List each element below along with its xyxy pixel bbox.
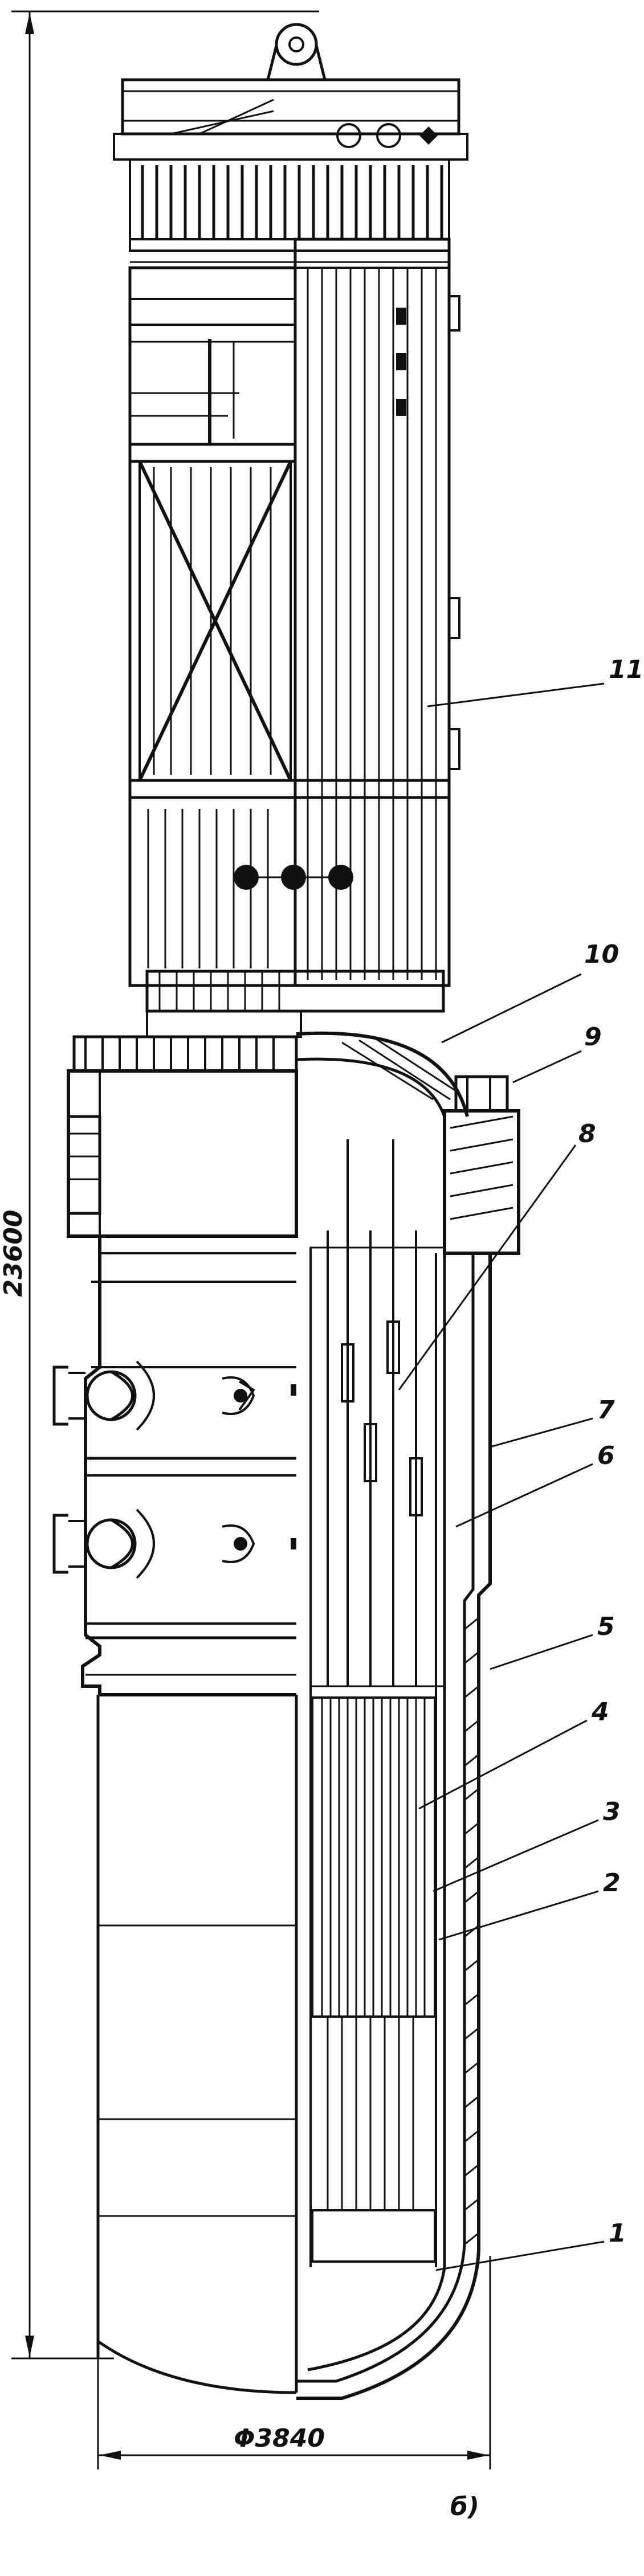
callout-label-7: 7 <box>597 1396 615 1425</box>
ball-joints <box>234 865 353 890</box>
lower-drive-rack <box>145 970 445 1038</box>
height-dimension: 23600 <box>0 10 319 2360</box>
diameter-dimension: Φ3840 <box>97 2256 491 2469</box>
cover-dome-section <box>296 1031 520 1255</box>
upper-block-guide-tubes <box>311 1139 445 1687</box>
callout-label-6: 6 <box>597 1441 615 1470</box>
upper-drive-comb <box>129 158 450 263</box>
nozzle-row-lower <box>52 1508 296 1579</box>
view-label: б) <box>450 2492 479 2521</box>
diameter-dimension-label: Φ3840 <box>234 2424 325 2453</box>
callout-label-2: 2 <box>603 1868 621 1898</box>
vessel-body-left <box>81 1236 296 1696</box>
vessel-flange <box>67 1035 298 1238</box>
core-fuel-assemblies <box>311 1696 436 2263</box>
lifting-eye <box>266 23 327 81</box>
callout-leaders <box>398 682 605 2271</box>
height-dimension-label: 23600 <box>0 1209 28 1297</box>
callout-label-11: 11 <box>609 655 643 684</box>
top-head-plate <box>113 78 468 161</box>
callout-label-4: 4 <box>591 1698 609 1727</box>
callout-label-10: 10 <box>584 940 619 969</box>
callout-label-9: 9 <box>584 1023 602 1052</box>
lower-shell <box>96 1695 298 2394</box>
callout-label-8: 8 <box>578 1119 596 1148</box>
callout-labels: 11 10 9 8 7 6 5 4 3 2 1 <box>578 655 643 2248</box>
callout-label-1: 1 <box>609 2219 626 2248</box>
drive-bundle-right <box>294 238 460 987</box>
vessel-wall-section <box>296 1253 492 2400</box>
nozzle-row-upper <box>52 1360 296 1431</box>
callout-label-5: 5 <box>597 1612 615 1641</box>
callout-label-3: 3 <box>603 1797 621 1826</box>
